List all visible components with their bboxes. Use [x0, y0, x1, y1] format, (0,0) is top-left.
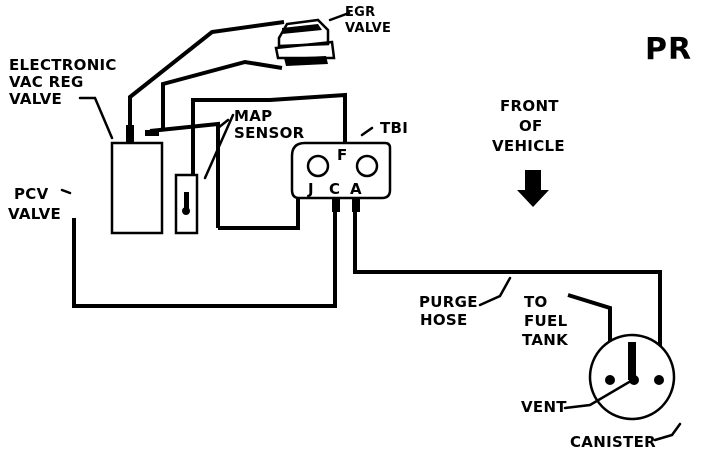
egr-valve-label-line2: VALVE: [345, 21, 392, 36]
pcv-valve-label-line1: PCV: [14, 185, 49, 203]
canister: [588, 333, 676, 421]
purge-hose-label-line1: PURGE: [419, 293, 478, 311]
corner-tag: PR: [645, 32, 693, 67]
tbi-port-c: C: [329, 180, 341, 198]
tbi-port-a: A: [350, 180, 362, 198]
to-fuel-tank-label-line2: FUEL: [524, 312, 568, 330]
purge-hose-label-line2: HOSE: [420, 311, 468, 329]
vent-label: VENT: [521, 398, 567, 416]
map-sensor-label-line1: MAP: [234, 107, 273, 125]
front-of-vehicle-line3: VEHICLE: [492, 137, 565, 155]
pcv-valve-label-line2: VALVE: [8, 205, 62, 223]
front-of-vehicle-line2: OF: [519, 117, 543, 135]
map-sensor-label-line2: SENSOR: [234, 124, 305, 142]
egr-valve-label-line1: EGR: [345, 5, 376, 20]
egr-valve: [274, 18, 336, 66]
tbi-unit: [290, 141, 392, 212]
electronic-vac-reg-valve: [110, 125, 164, 235]
front-arrow-icon: [517, 170, 549, 207]
tbi-label: TBI: [380, 119, 409, 137]
tbi-port-f: F: [337, 146, 348, 164]
tbi-port-j: J: [308, 180, 314, 198]
evrv-label-line1: ELECTRONIC: [9, 56, 117, 74]
evrv-label-line3: VALVE: [9, 90, 63, 108]
to-fuel-tank-label-line3: TANK: [522, 331, 569, 349]
front-of-vehicle-line1: FRONT: [500, 97, 559, 115]
canister-label: CANISTER: [570, 433, 656, 451]
map-sensor: [174, 173, 199, 235]
to-fuel-tank-label-line1: TO: [524, 293, 548, 311]
evrv-label-line2: VAC REG: [9, 73, 84, 91]
leader-lines: [60, 11, 682, 442]
